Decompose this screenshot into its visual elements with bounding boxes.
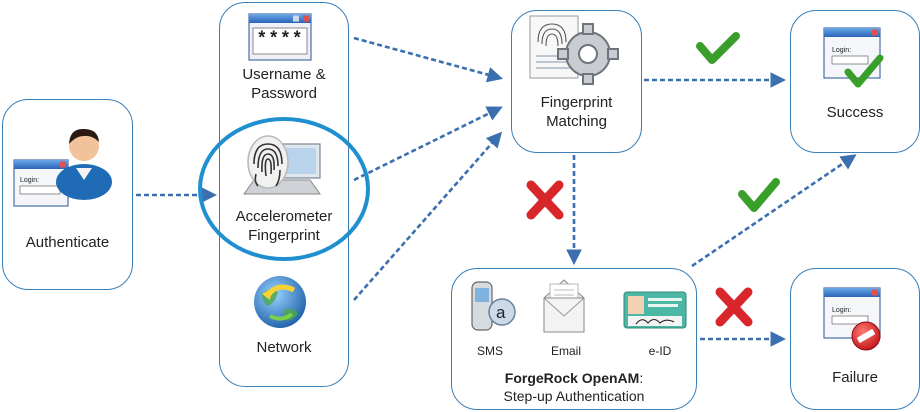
gear-fingerprint-icon	[529, 15, 619, 85]
cross-icon	[526, 180, 564, 220]
stepup-title: ForgeRock OpenAM:	[451, 369, 697, 388]
network-label: Network	[256, 339, 312, 356]
cross-icon	[715, 287, 753, 327]
password-mask: ****	[256, 30, 304, 50]
svg-text:Login:: Login:	[832, 47, 851, 54]
flow-arrows	[136, 36, 857, 347]
highlight-circle	[198, 117, 370, 261]
fingerprint-matching-label: Fingerprint Matching	[540, 94, 613, 130]
product-colon: :	[639, 370, 644, 386]
password-field-icon	[248, 13, 312, 61]
sms-label: SMS	[476, 344, 503, 358]
eid-label: e-ID	[648, 344, 672, 358]
arrow-password-to-matching	[353, 36, 504, 83]
authenticate-label: Authenticate	[25, 234, 110, 251]
check-icon	[696, 32, 740, 64]
failure-label: Failure	[832, 369, 878, 386]
no-entry-icon	[851, 321, 881, 351]
user-icon	[56, 128, 112, 200]
arrow-accelerometer-to-matching	[353, 106, 503, 182]
stepup-subtitle: Step-up Authentication	[503, 388, 645, 404]
svg-text:Login:: Login:	[20, 177, 39, 184]
svg-text:Login:: Login:	[832, 307, 851, 314]
accelerometer-fingerprint-label: Accelerometer Fingerprint	[235, 208, 333, 244]
phone-icon: a	[471, 281, 516, 331]
envelope-icon	[543, 279, 585, 333]
arrow-network-to-matching	[353, 131, 503, 301]
product-name: ForgeRock OpenAM	[504, 370, 640, 386]
success-label: Success	[826, 104, 884, 121]
username-password-label: Username & Password	[242, 66, 326, 102]
fingerprint-laptop-icon	[243, 135, 321, 195]
check-icon	[738, 178, 780, 212]
email-label: Email	[550, 344, 581, 358]
id-card-icon	[623, 291, 687, 329]
globe-icon	[254, 276, 306, 328]
success-check-icon	[844, 54, 884, 88]
arrow-stepup-to-success	[691, 154, 857, 268]
svg-text:a: a	[496, 303, 506, 322]
